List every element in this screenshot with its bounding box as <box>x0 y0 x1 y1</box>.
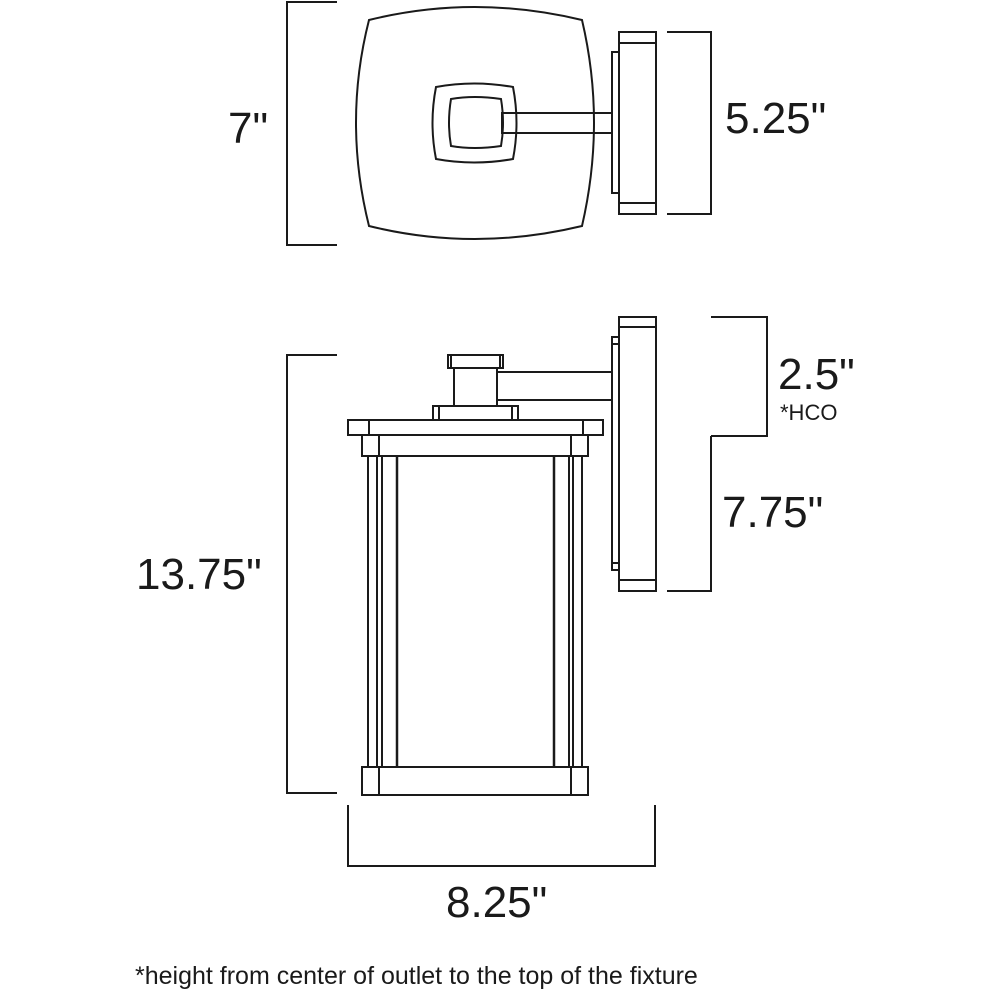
overall-height-label: 13.75" <box>136 550 262 599</box>
side-top-plate <box>347 419 604 436</box>
top-height-label: 7" <box>228 104 269 153</box>
dimension-lines <box>286 1 768 867</box>
top-view-mount-strip <box>611 51 620 194</box>
footnote: *height from center of outlet to the top… <box>135 962 698 990</box>
side-bottom-band <box>361 766 589 796</box>
side-cap <box>447 354 504 369</box>
hco-label: 2.5" <box>778 350 855 399</box>
width-label: 8.25" <box>446 878 548 927</box>
side-backplate <box>618 316 657 592</box>
side-mount-strip <box>611 336 620 571</box>
hco-note: *HCO <box>780 400 838 425</box>
side-neck <box>453 367 498 407</box>
side-neck-base <box>432 405 519 421</box>
side-arm <box>496 371 613 401</box>
top-view <box>355 6 657 240</box>
top-backplate-height-label: 5.25" <box>725 94 827 143</box>
side-top-band <box>361 434 589 457</box>
top-view-cap-inner <box>448 96 504 149</box>
top-view-arm <box>501 112 613 134</box>
side-view <box>347 316 657 796</box>
top-view-cap-outer <box>431 82 518 164</box>
top-view-backplate <box>618 31 657 215</box>
side-posts <box>367 456 583 767</box>
backplate-height-label: 7.75" <box>722 488 824 537</box>
top-view-shade <box>355 6 595 240</box>
